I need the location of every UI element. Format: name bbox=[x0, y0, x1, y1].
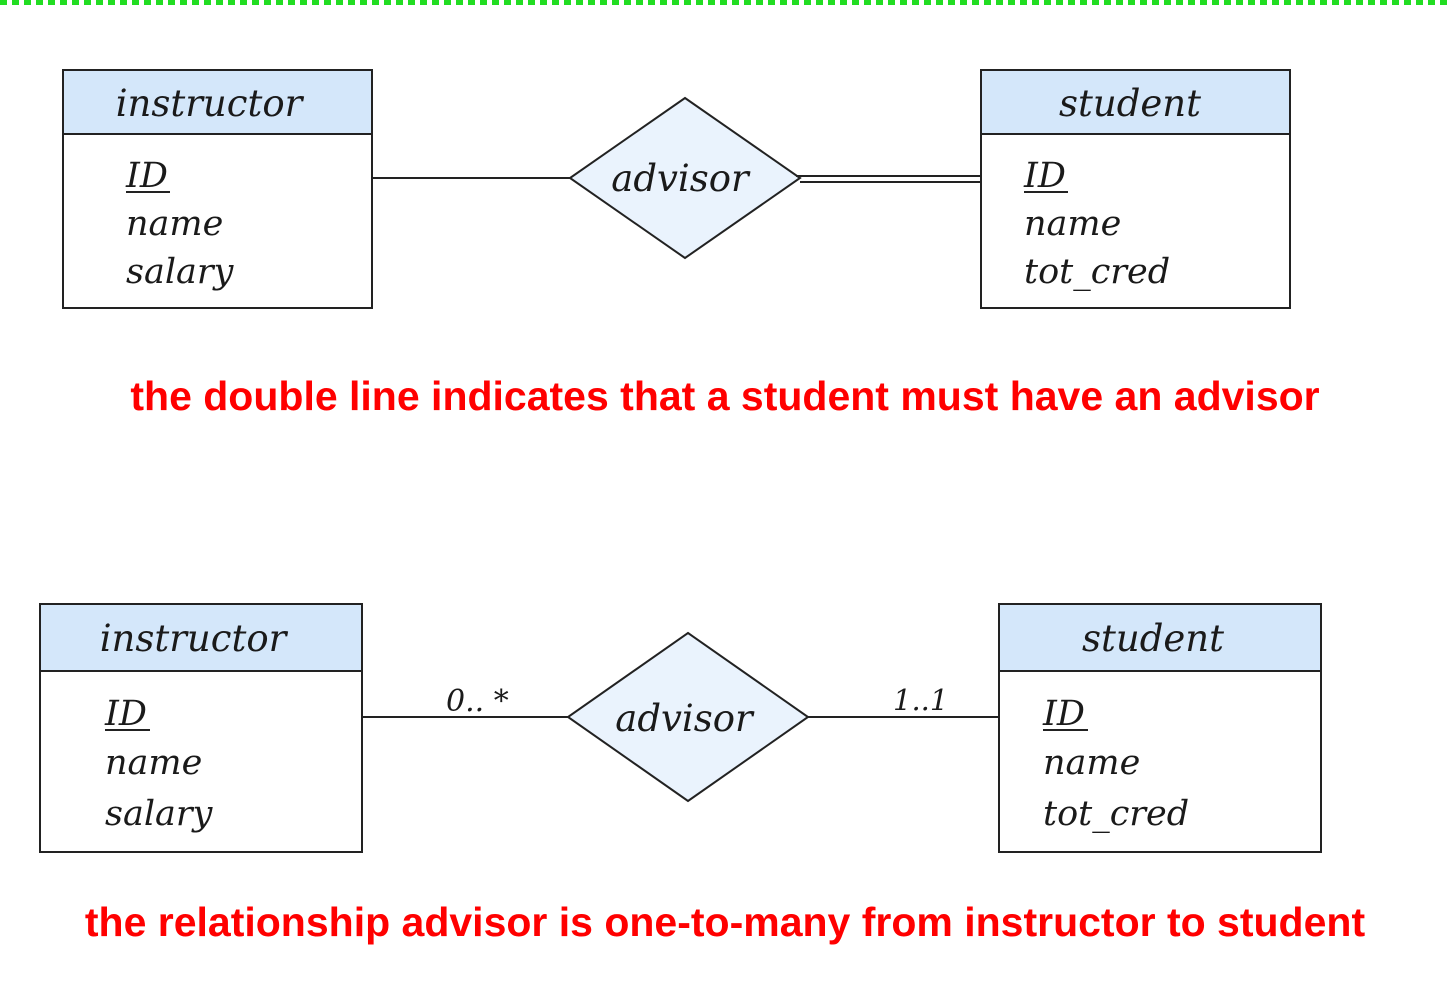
instructor-attr-name: name bbox=[126, 204, 223, 244]
caption-cardinality: the relationship advisor is one-to-many … bbox=[84, 899, 1366, 945]
top-dashed-border bbox=[0, 0, 1450, 5]
student-entity-2-body bbox=[998, 670, 1322, 853]
instructor-2-attr-name: name bbox=[105, 743, 202, 783]
instructor-entity: instructor ID name salary bbox=[62, 69, 373, 309]
left-cardinality-label: 0.. * bbox=[446, 684, 509, 719]
instructor-2-attr-id: ID bbox=[104, 694, 147, 734]
right-cardinality-label: 1..1 bbox=[893, 683, 948, 717]
student-entity-body bbox=[980, 133, 1291, 309]
caption-total-participation: the double line indicates that a student… bbox=[130, 373, 1320, 419]
student-entity-2: student ID name tot_cred bbox=[998, 603, 1322, 853]
advisor-student-double-line bbox=[796, 175, 981, 183]
instructor-entity-2-title: instructor bbox=[100, 617, 289, 660]
student-attr-id: ID bbox=[1023, 156, 1066, 196]
student-2-attr-id: ID bbox=[1042, 694, 1085, 734]
instructor-attr-id: ID bbox=[125, 156, 168, 196]
instructor-entity-2-header bbox=[39, 603, 363, 672]
student-2-attr-tot-cred: tot_cred bbox=[1043, 794, 1189, 834]
instructor-entity-title: instructor bbox=[116, 82, 305, 125]
instructor-entity-body bbox=[62, 133, 373, 309]
instructor-attr-salary: salary bbox=[126, 252, 235, 292]
instructor-entity-2-body bbox=[39, 670, 363, 853]
student-entity-2-title: student bbox=[1082, 617, 1224, 660]
student-attr-name: name bbox=[1024, 204, 1121, 244]
student-2-attr-name: name bbox=[1043, 743, 1140, 783]
student-entity: student ID name tot_cred bbox=[980, 69, 1291, 309]
advisor-label-2: advisor bbox=[615, 697, 755, 740]
instructor-entity-2: instructor ID name salary bbox=[39, 603, 363, 853]
instructor-entity-header bbox=[62, 69, 373, 135]
er-diagram-total-participation: instructor ID name salary advisor studen… bbox=[62, 69, 1291, 309]
instructor-2-attr-salary: salary bbox=[105, 794, 214, 834]
student-entity-2-header bbox=[998, 603, 1322, 672]
advisor-diamond-2 bbox=[566, 631, 810, 803]
advisor-label: advisor bbox=[611, 157, 751, 200]
advisor-diamond bbox=[568, 96, 802, 260]
student-attr-tot-cred: tot_cred bbox=[1024, 252, 1170, 292]
er-diagram-cardinality: instructor ID name salary 0.. * advisor … bbox=[39, 603, 1322, 853]
student-entity-title: student bbox=[1059, 82, 1201, 125]
advisor-relationship: advisor bbox=[568, 96, 802, 260]
advisor-relationship-2: advisor bbox=[566, 631, 810, 803]
